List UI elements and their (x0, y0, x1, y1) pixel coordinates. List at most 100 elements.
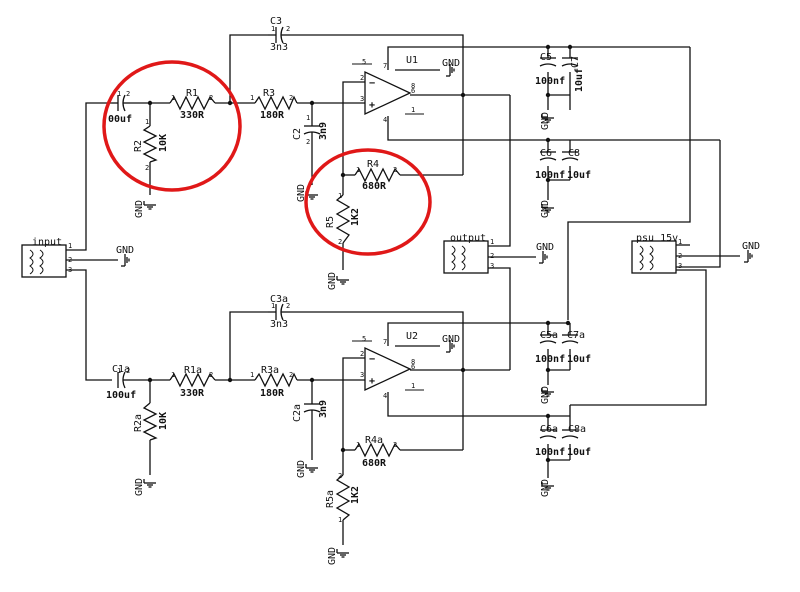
gnd-label: GND (540, 112, 551, 130)
label-r5a: R5a (325, 490, 336, 508)
label-c5: C5 (540, 52, 552, 63)
svg-text:4: 4 (383, 116, 387, 124)
svg-text:1: 1 (338, 192, 342, 200)
svg-text:2: 2 (209, 371, 213, 379)
svg-text:6: 6 (411, 87, 415, 95)
label-c1-value: 00uf (108, 114, 132, 125)
svg-text:2: 2 (145, 164, 149, 172)
top-channel-wires (66, 34, 740, 406)
svg-text:1: 1 (356, 441, 360, 449)
label-u1: U1 (406, 55, 418, 66)
label-r2a-value: 10K (158, 412, 169, 430)
svg-text:2: 2 (289, 371, 293, 379)
svg-text:2: 2 (360, 350, 364, 358)
label-r3: R3 (263, 88, 275, 99)
label-c5a: C5a (540, 330, 558, 341)
svg-text:2: 2 (126, 367, 130, 375)
label-c3: C3 (270, 16, 282, 27)
resistor-symbols (142, 95, 401, 521)
svg-text:2: 2 (338, 238, 342, 246)
label-r2-value: 10K (158, 134, 169, 152)
svg-text:1: 1 (117, 367, 121, 375)
label-c8: C8 (568, 148, 580, 159)
svg-text:5: 5 (362, 335, 366, 343)
label-c5-value: 100nf (535, 76, 565, 87)
opamp-u2: − + (364, 346, 412, 392)
svg-text:3: 3 (490, 262, 494, 270)
label-c2a: C2a (292, 404, 303, 422)
label-c7: C7 (570, 56, 581, 68)
svg-text:1: 1 (250, 371, 254, 379)
gnd-label: GND (442, 58, 460, 69)
label-r2a: R2a (133, 414, 144, 432)
gnd-label: GND (540, 200, 551, 218)
label-input: input (32, 237, 62, 248)
svg-text:1: 1 (250, 94, 254, 102)
svg-text:−: − (369, 78, 375, 89)
label-u2: U2 (406, 331, 418, 342)
svg-text:1: 1 (271, 302, 275, 310)
svg-text:2: 2 (393, 441, 397, 449)
label-r3a: R3a (261, 365, 279, 376)
gnd-label: GND (540, 386, 551, 404)
svg-text:3: 3 (360, 95, 364, 103)
gnd-label: GND (327, 272, 338, 290)
label-c5a-value: 100nf (535, 354, 565, 365)
label-c3a: C3a (270, 294, 288, 305)
svg-text:+: + (369, 376, 375, 387)
svg-text:1: 1 (68, 242, 72, 250)
svg-text:1: 1 (490, 238, 494, 246)
resistor-r5a (335, 474, 351, 521)
label-c6-value: 100nf (535, 170, 565, 181)
label-c1a: C1a (112, 364, 130, 375)
svg-text:2: 2 (68, 256, 72, 264)
resistor-r2a (142, 402, 158, 441)
svg-text:2: 2 (306, 138, 310, 146)
gnd-label: GND (540, 479, 551, 497)
svg-text:6: 6 (411, 363, 415, 371)
resistor-r4a (354, 442, 401, 458)
svg-text:1: 1 (678, 238, 682, 246)
label-c6: C6 (540, 148, 552, 159)
input-connector (21, 244, 67, 278)
svg-text:1: 1 (411, 106, 415, 114)
label-r4-value: 680R (362, 181, 387, 192)
opamp-u1: − + (364, 70, 412, 116)
label-c8-value: 10uf (567, 170, 591, 181)
resistor-r1 (169, 95, 216, 111)
svg-text:2: 2 (490, 252, 494, 260)
label-c3a-value: 3n3 (270, 319, 288, 330)
svg-text:4: 4 (383, 392, 387, 400)
gnd-labels: GND GND GND GND GND GND GND GND GND GND … (116, 58, 760, 565)
svg-text:2: 2 (289, 94, 293, 102)
label-c7a: C7a (567, 330, 585, 341)
svg-text:1: 1 (171, 94, 175, 102)
svg-text:1: 1 (117, 90, 121, 98)
output-connector (443, 240, 489, 274)
label-c8a-value: 10uf (567, 447, 591, 458)
svg-text:7: 7 (383, 62, 387, 70)
gnd-label: GND (536, 242, 554, 253)
capacitor-symbols (112, 26, 579, 439)
svg-text:3: 3 (360, 371, 364, 379)
label-r5-value: 1K2 (350, 208, 361, 226)
label-c8a: C8a (568, 424, 586, 435)
label-c3-value: 3n3 (270, 42, 288, 53)
resistor-r3a (254, 372, 298, 388)
gnd-label: GND (442, 334, 460, 345)
label-r4: R4 (367, 159, 379, 170)
resistor-r5 (335, 194, 351, 244)
label-output: output (450, 233, 486, 244)
svg-text:+: + (369, 100, 375, 111)
label-r1: R1 (186, 88, 198, 99)
label-psu: psu 15v (636, 233, 678, 244)
gnd-label: GND (134, 200, 145, 218)
bottom-channel-wires (66, 256, 571, 545)
label-c2a-value: 3n9 (318, 400, 329, 418)
svg-text:1: 1 (338, 516, 342, 524)
gnd-label: GND (296, 460, 307, 478)
svg-text:5: 5 (362, 58, 366, 66)
svg-text:2: 2 (338, 472, 342, 480)
